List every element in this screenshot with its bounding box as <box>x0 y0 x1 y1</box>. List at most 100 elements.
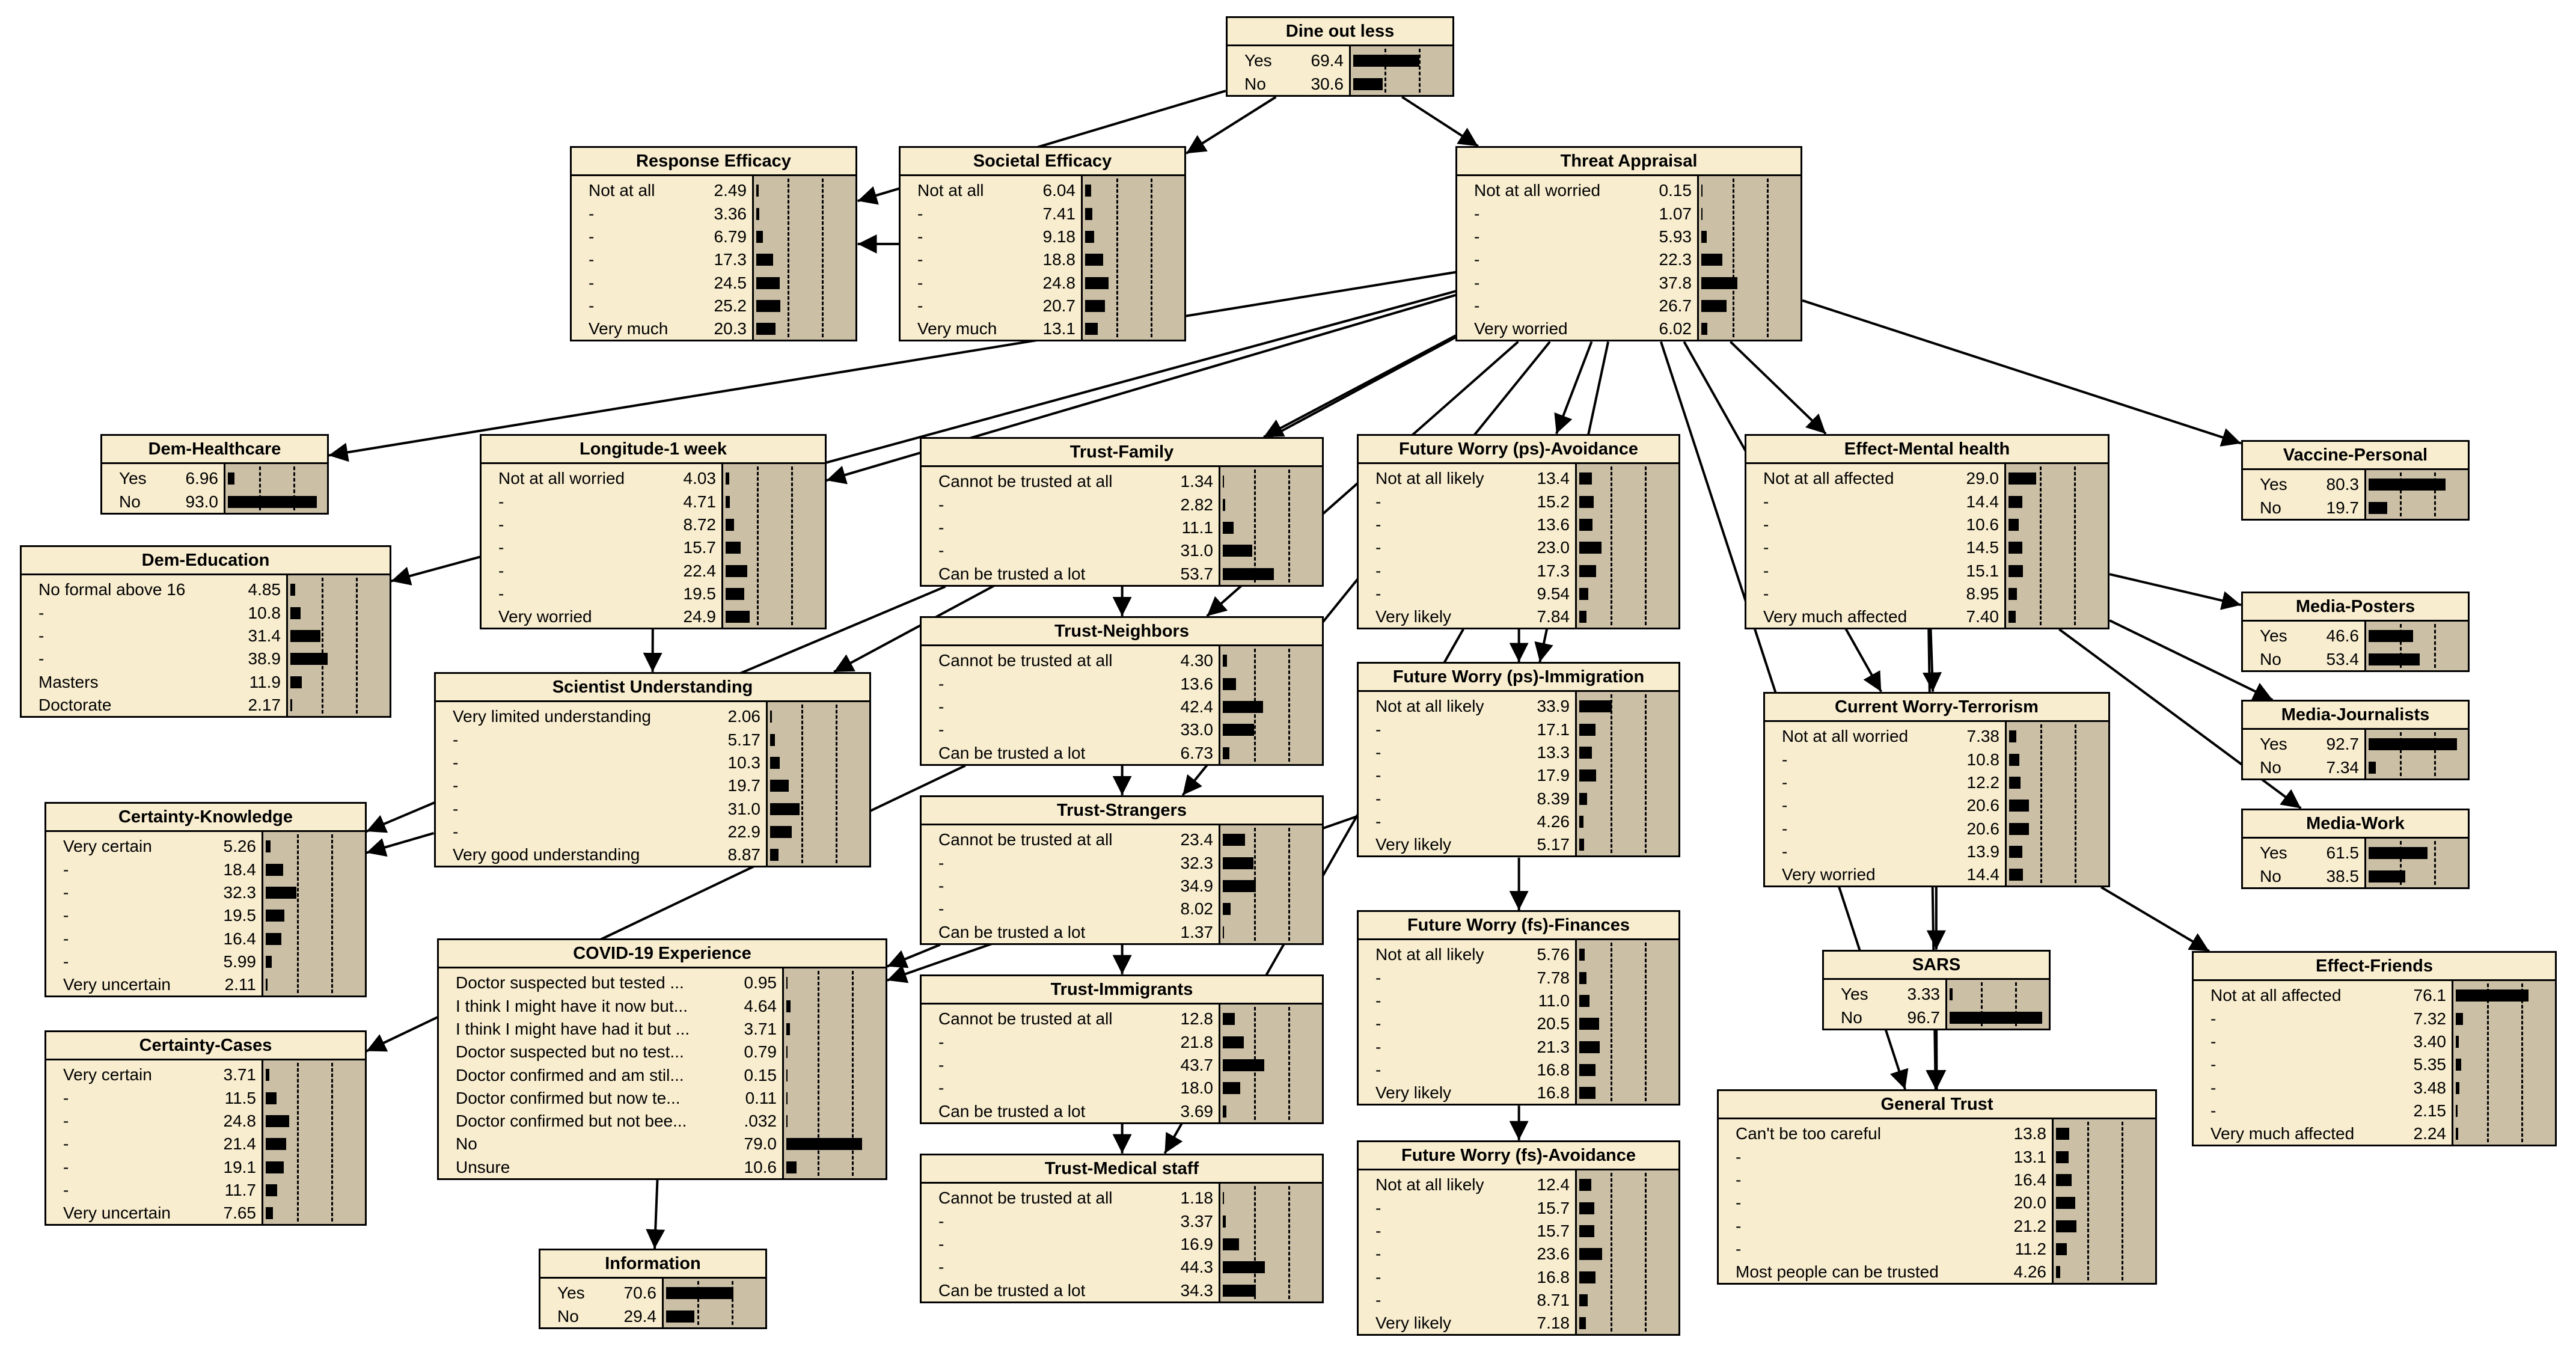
state-row: -32.3 <box>46 881 365 904</box>
probability-bar <box>290 699 292 711</box>
state-label: Yes <box>2260 843 2287 862</box>
state-row: -13.6 <box>1359 513 1678 536</box>
state-probability: 24.8 <box>1042 274 1076 292</box>
state-probability: 23.6 <box>1537 1244 1570 1263</box>
probability-bar <box>1223 1036 1244 1048</box>
probability-bar <box>2008 473 2036 485</box>
node-title: Certainty-Cases <box>46 1032 365 1060</box>
state-probability: 18.8 <box>1042 250 1076 269</box>
state-row: -15.1 <box>1746 560 2108 583</box>
state-label: Yes <box>2260 626 2287 645</box>
state-row: -8.72 <box>482 513 825 536</box>
probability-bar <box>2456 1105 2458 1117</box>
state-probability: 33.9 <box>1537 697 1570 715</box>
state-row: -4.26 <box>1359 810 1678 833</box>
state-label: Can be trusted a lot <box>938 923 1086 941</box>
state-probability: 7.34 <box>2326 758 2360 777</box>
state-label: - <box>938 1212 944 1231</box>
probability-bar <box>266 887 296 899</box>
node-title: Trust-Neighbors <box>922 618 1322 646</box>
probability-bar <box>666 1287 733 1299</box>
state-row: -16.8 <box>1359 1059 1678 1081</box>
state-label: Doctor suspected but no test... <box>456 1042 684 1061</box>
probability-bar <box>1579 496 1594 508</box>
state-row: I think I might have it now but...4.64 <box>439 995 886 1018</box>
state-row: -8.02 <box>922 898 1322 920</box>
state-row: -3.37 <box>922 1210 1322 1233</box>
state-row: -16.4 <box>46 928 365 950</box>
state-probability: 7.41 <box>1042 204 1076 223</box>
state-probability: 2.06 <box>727 707 761 726</box>
state-label: - <box>1375 720 1381 739</box>
state-label: - <box>938 697 944 716</box>
state-label: - <box>453 753 459 772</box>
state-probability: 15.7 <box>683 538 717 557</box>
probability-bar <box>770 711 772 723</box>
probability-bar <box>266 1138 286 1150</box>
node-title: Dem-Education <box>22 547 390 575</box>
state-label: - <box>498 538 504 557</box>
probability-bar-panel <box>2364 839 2468 887</box>
state-label: - <box>1375 1291 1381 1309</box>
state-row: -13.1 <box>1719 1146 2155 1169</box>
state-row: -26.7 <box>1457 295 1800 317</box>
probability-bar <box>1223 701 1263 713</box>
state-probability: 14.4 <box>1966 865 2000 884</box>
state-probability: 8.87 <box>727 845 761 864</box>
state-row: -7.41 <box>901 203 1184 225</box>
state-probability: 61.5 <box>2326 843 2360 862</box>
state-label: Very uncertain <box>63 1203 171 1222</box>
probability-bar <box>2456 1082 2459 1094</box>
state-label: - <box>1375 968 1381 987</box>
probability-bar <box>1579 565 1596 577</box>
gridline <box>2074 466 2076 625</box>
state-row: -8.39 <box>1359 788 1678 810</box>
probability-bar <box>1579 700 1612 712</box>
state-row: -5.17 <box>436 729 869 751</box>
state-row: -33.0 <box>922 718 1322 741</box>
state-row: I think I might have had it but ...3.71 <box>439 1018 886 1041</box>
state-row: -4.71 <box>482 491 825 513</box>
node-title: Effect-Mental health <box>1746 436 2108 464</box>
probability-bar <box>2008 542 2022 554</box>
gridline <box>2521 983 2523 1142</box>
state-probability: 13.1 <box>2013 1148 2047 1166</box>
